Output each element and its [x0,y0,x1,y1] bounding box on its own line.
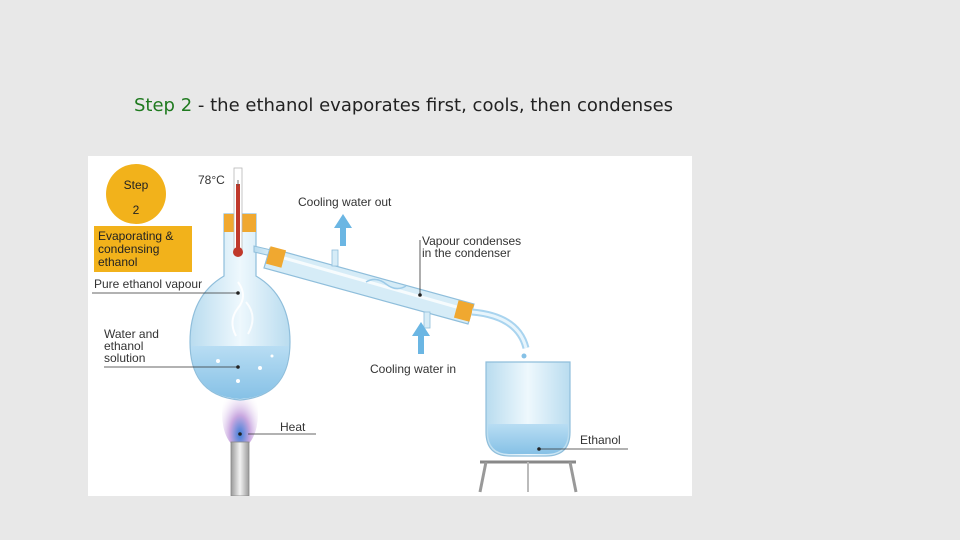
stage-box: Evaporating & condensing ethanol [94,226,192,272]
cooling-water-in-arrow [412,322,430,354]
stage-line2: condensing [98,242,159,256]
label-cooling-in: Cooling water in [370,362,456,376]
badge-line1: Step [124,178,149,192]
temperature-value: 78°C [198,173,225,187]
round-bottom-flask [189,213,291,401]
condenser [253,245,530,359]
leader-lines [92,240,628,450]
step-badge: Step 2 [106,164,166,224]
label-solution-3: solution [104,351,145,365]
cooling-water-out-arrow [334,214,352,246]
label-vapour-condenses-2: in the condenser [422,246,511,260]
label-cooling-out: Cooling water out [298,195,392,209]
slide-title: Step 2 - the ethanol evaporates first, c… [134,95,673,116]
label-pure-vapour: Pure ethanol vapour [94,277,202,291]
diagram-svg: Step 2 Evaporating & condensing ethanol [92,164,628,496]
label-ethanol: Ethanol [580,433,621,447]
distillation-diagram: Step 2 Evaporating & condensing ethanol [88,156,692,496]
label-vapour-condenses-1: Vapour condenses [422,234,521,248]
badge-line2: 2 [133,203,140,217]
stage-line1: Evaporating & [98,229,173,243]
temperature-label: 78°C [198,173,225,187]
label-solution-1: Water and [104,327,159,341]
step-label: Step 2 [134,95,193,116]
label-heat: Heat [280,420,306,434]
label-solution-2: ethanol [104,339,143,353]
beaker [478,361,578,493]
stage-line3: ethanol [98,255,137,269]
thermometer [233,167,243,257]
flask-liquid [191,346,289,399]
leader-dots [236,291,541,451]
beaker-liquid [488,424,568,454]
title-text: - the ethanol evaporates first, cools, t… [192,95,674,116]
